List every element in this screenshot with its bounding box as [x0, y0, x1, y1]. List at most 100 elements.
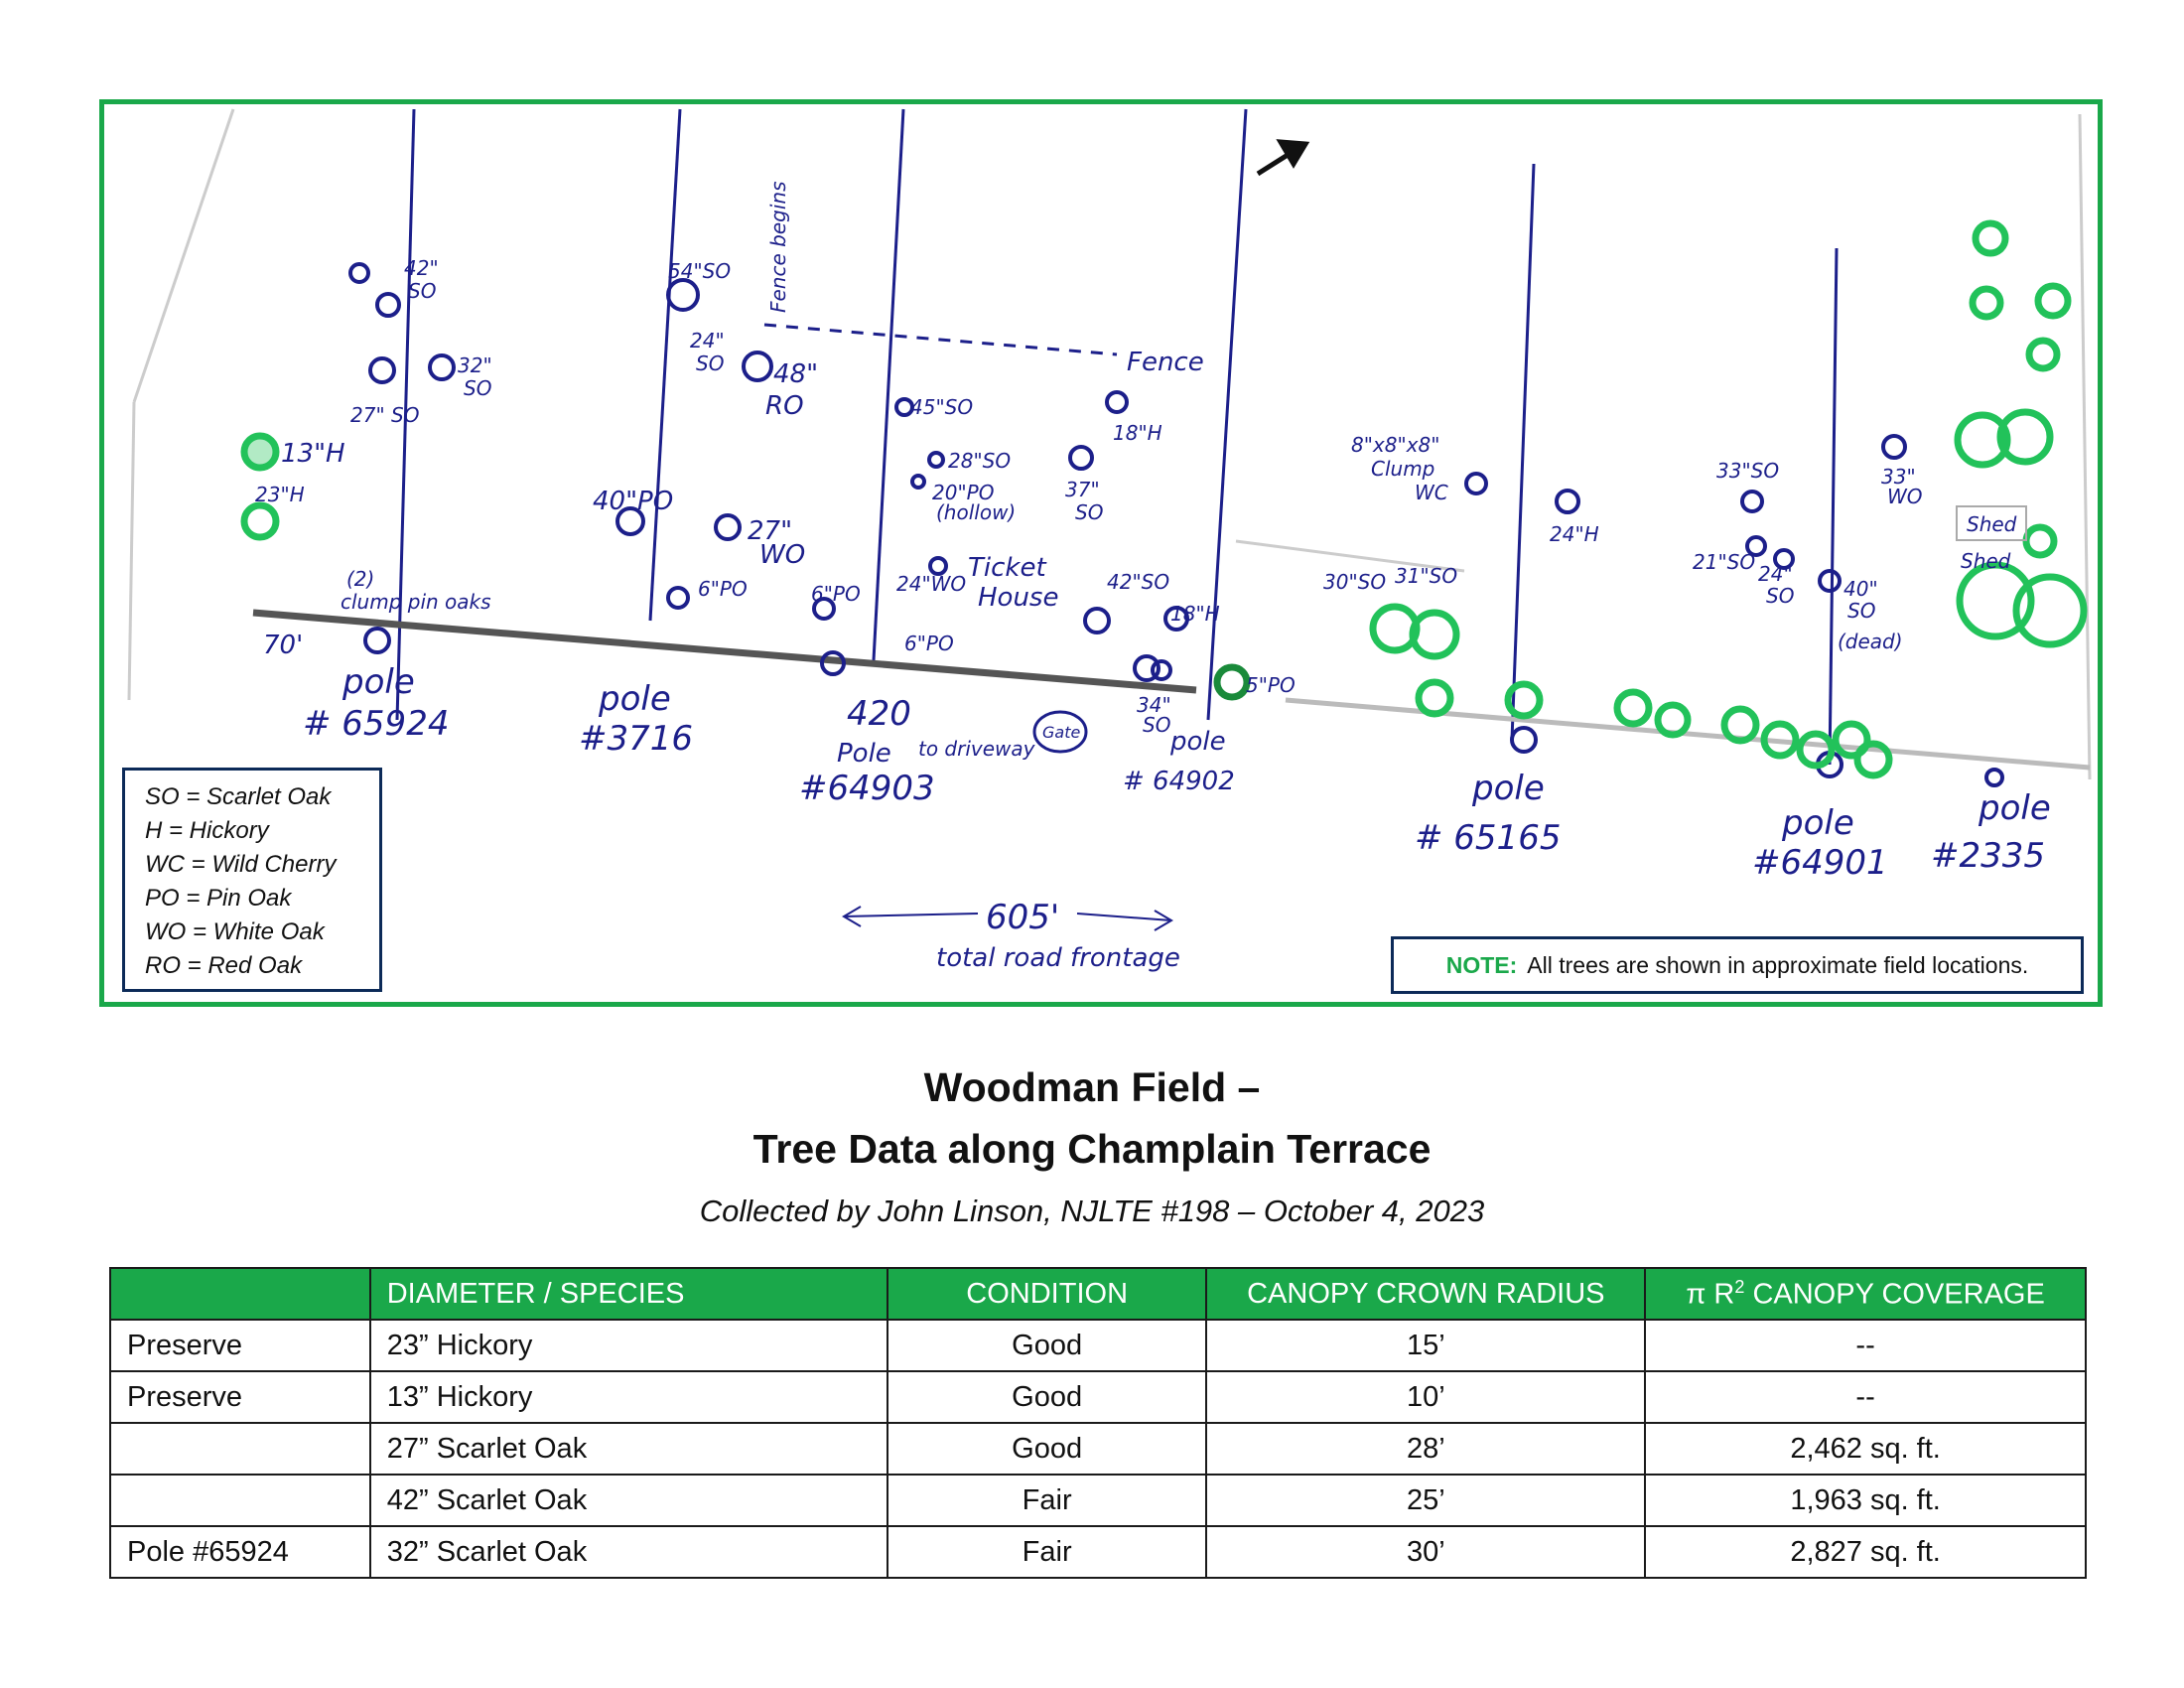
- svg-text:RO: RO: [765, 391, 804, 421]
- table-cell: Fair: [886, 1474, 1208, 1527]
- svg-text:pole: pole: [1169, 727, 1226, 757]
- svg-text:SO: SO: [1075, 500, 1103, 524]
- svg-text:pole: pole: [598, 679, 671, 719]
- svg-text:34": 34": [1137, 693, 1171, 717]
- svg-text:pole: pole: [1781, 803, 1854, 843]
- faint-road-lines: [127, 108, 2092, 780]
- road-edge: [252, 609, 1197, 694]
- svg-text:28"SO: 28"SO: [948, 449, 1011, 473]
- svg-text:42"SO: 42"SO: [1107, 570, 1169, 594]
- svg-text:House: House: [978, 583, 1058, 613]
- svg-text:SO: SO: [696, 352, 724, 375]
- table-cell: 15’: [1205, 1319, 1647, 1372]
- svg-text:5"PO: 5"PO: [1246, 673, 1296, 697]
- svg-text:SO: SO: [1766, 584, 1794, 608]
- svg-text:45"SO: 45"SO: [910, 395, 973, 419]
- table-header-row: DIAMETER / SPECIES CONDITION CANOPY CROW…: [109, 1267, 2087, 1321]
- tree-data-table: DIAMETER / SPECIES CONDITION CANOPY CROW…: [109, 1267, 2087, 1579]
- svg-text:Ticket: Ticket: [968, 553, 1046, 583]
- table-cell: --: [1644, 1370, 2087, 1424]
- svg-text:8"x8"x8": 8"x8"x8": [1351, 433, 1439, 457]
- svg-text:18"H: 18"H: [1170, 602, 1220, 626]
- svg-text:Shed: Shed: [1961, 549, 2011, 573]
- svg-text:27" SO: 27" SO: [350, 403, 419, 427]
- svg-text:(2): (2): [346, 567, 374, 591]
- fence-line: [763, 323, 1118, 356]
- column-header: CONDITION: [886, 1267, 1208, 1321]
- svg-text:WO: WO: [759, 540, 805, 570]
- legend-box: SO = Scarlet Oak H = Hickory WC = Wild C…: [122, 768, 382, 992]
- svg-text:6"PO: 6"PO: [904, 632, 954, 655]
- svg-text:#2335: #2335: [1931, 836, 2045, 876]
- table-cell: 13” Hickory: [368, 1370, 888, 1424]
- svg-text:23"H: 23"H: [255, 483, 305, 506]
- svg-text:24"H: 24"H: [1550, 522, 1599, 546]
- tree-map: 42" SO 32" SO 27" SO 13"H 23"H (2) clump…: [99, 99, 2103, 1007]
- table-cell: 2,827 sq. ft.: [1644, 1525, 2087, 1579]
- table-row: Pole #65924 32” Scarlet Oak Fair 30’ 2,8…: [109, 1525, 2087, 1579]
- table-cell: Preserve: [109, 1319, 371, 1372]
- column-header-canopy-coverage: π R2 CANOPY COVERAGE: [1644, 1267, 2087, 1321]
- note-text: All trees are shown in approximate field…: [1527, 951, 2029, 978]
- svg-text:(dead): (dead): [1838, 630, 1903, 653]
- legend-item: WO = White Oak: [145, 918, 325, 945]
- svg-text:# 65165: # 65165: [1415, 818, 1561, 858]
- blue-trees: [348, 262, 2004, 787]
- svg-text:6"PO: 6"PO: [698, 577, 748, 601]
- svg-text:420: 420: [847, 694, 911, 734]
- svg-text:54"SO: 54"SO: [668, 259, 731, 283]
- page-title-line-2: Tree Data along Champlain Terrace: [752, 1126, 1432, 1172]
- column-header: CANOPY CROWN RADIUS: [1205, 1267, 1647, 1321]
- hand-drawn-map: 42" SO 32" SO 27" SO 13"H 23"H (2) clump…: [127, 108, 2092, 974]
- column-header: DIAMETER / SPECIES: [368, 1267, 888, 1321]
- svg-text:#64903: #64903: [799, 769, 935, 808]
- svg-text:WC: WC: [1415, 481, 1448, 504]
- green-trees: [240, 219, 2088, 779]
- svg-text:pole: pole: [1471, 769, 1545, 808]
- svg-text:Clump: Clump: [1371, 457, 1434, 481]
- table-cell: 1,963 sq. ft.: [1644, 1474, 2087, 1527]
- table-cell: Pole #65924: [109, 1525, 371, 1579]
- page-subtitle: Collected by John Linson, NJLTE #198 – O…: [699, 1194, 1485, 1228]
- svg-text:31"SO: 31"SO: [1395, 564, 1457, 588]
- svg-text:SO: SO: [408, 279, 436, 303]
- svg-text:37": 37": [1065, 478, 1100, 501]
- table-row: 42” Scarlet Oak Fair 25’ 1,963 sq. ft.: [109, 1474, 2087, 1527]
- svg-text:20"PO: 20"PO: [932, 481, 994, 504]
- map-labels: 42" SO 32" SO 27" SO 13"H 23"H (2) clump…: [255, 182, 2051, 974]
- north-arrow-icon: [1256, 139, 1310, 177]
- svg-text:40"PO: 40"PO: [593, 487, 673, 516]
- svg-text:#3716: #3716: [579, 719, 693, 759]
- note-label: NOTE:: [1445, 951, 1518, 978]
- svg-text:WO: WO: [1887, 485, 1923, 508]
- svg-text:#64901: #64901: [1752, 843, 1888, 883]
- svg-text:33": 33": [1881, 465, 1916, 489]
- svg-text:Pole: Pole: [837, 739, 891, 769]
- table-row: Preserve 23” Hickory Good 15’ --: [109, 1319, 2087, 1372]
- column-header: [109, 1267, 371, 1321]
- svg-text:48": 48": [773, 359, 818, 389]
- svg-text:6"PO: 6"PO: [811, 582, 861, 606]
- table-cell: 25’: [1205, 1474, 1647, 1527]
- svg-text:pole: pole: [341, 662, 415, 702]
- note-box: NOTE: All trees are shown in approximate…: [1391, 936, 2084, 994]
- table-cell: 42” Scarlet Oak: [368, 1474, 888, 1527]
- svg-text:# 65924: # 65924: [303, 704, 449, 744]
- svg-text:21"SO: 21"SO: [1693, 550, 1755, 574]
- table-cell: 23” Hickory: [368, 1319, 888, 1372]
- table-cell: 30’: [1205, 1525, 1647, 1579]
- svg-text:SO: SO: [1847, 599, 1875, 623]
- svg-text:24"WO: 24"WO: [896, 572, 966, 596]
- table-cell: Preserve: [109, 1370, 371, 1424]
- svg-text:32": 32": [458, 353, 492, 377]
- svg-text:27": 27": [748, 516, 792, 546]
- svg-text:total road frontage: total road frontage: [936, 943, 1180, 973]
- table-cell: Good: [886, 1319, 1208, 1372]
- svg-text:Shed: Shed: [1967, 512, 2017, 536]
- legend-item: PO = Pin Oak: [145, 885, 292, 912]
- svg-text:Fence: Fence: [1127, 348, 1204, 377]
- svg-text:18"H: 18"H: [1113, 421, 1162, 445]
- svg-text:# 64902: # 64902: [1123, 767, 1235, 796]
- svg-text:to driveway: to driveway: [918, 737, 1036, 761]
- table-row: Preserve 13” Hickory Good 10’ --: [109, 1370, 2087, 1424]
